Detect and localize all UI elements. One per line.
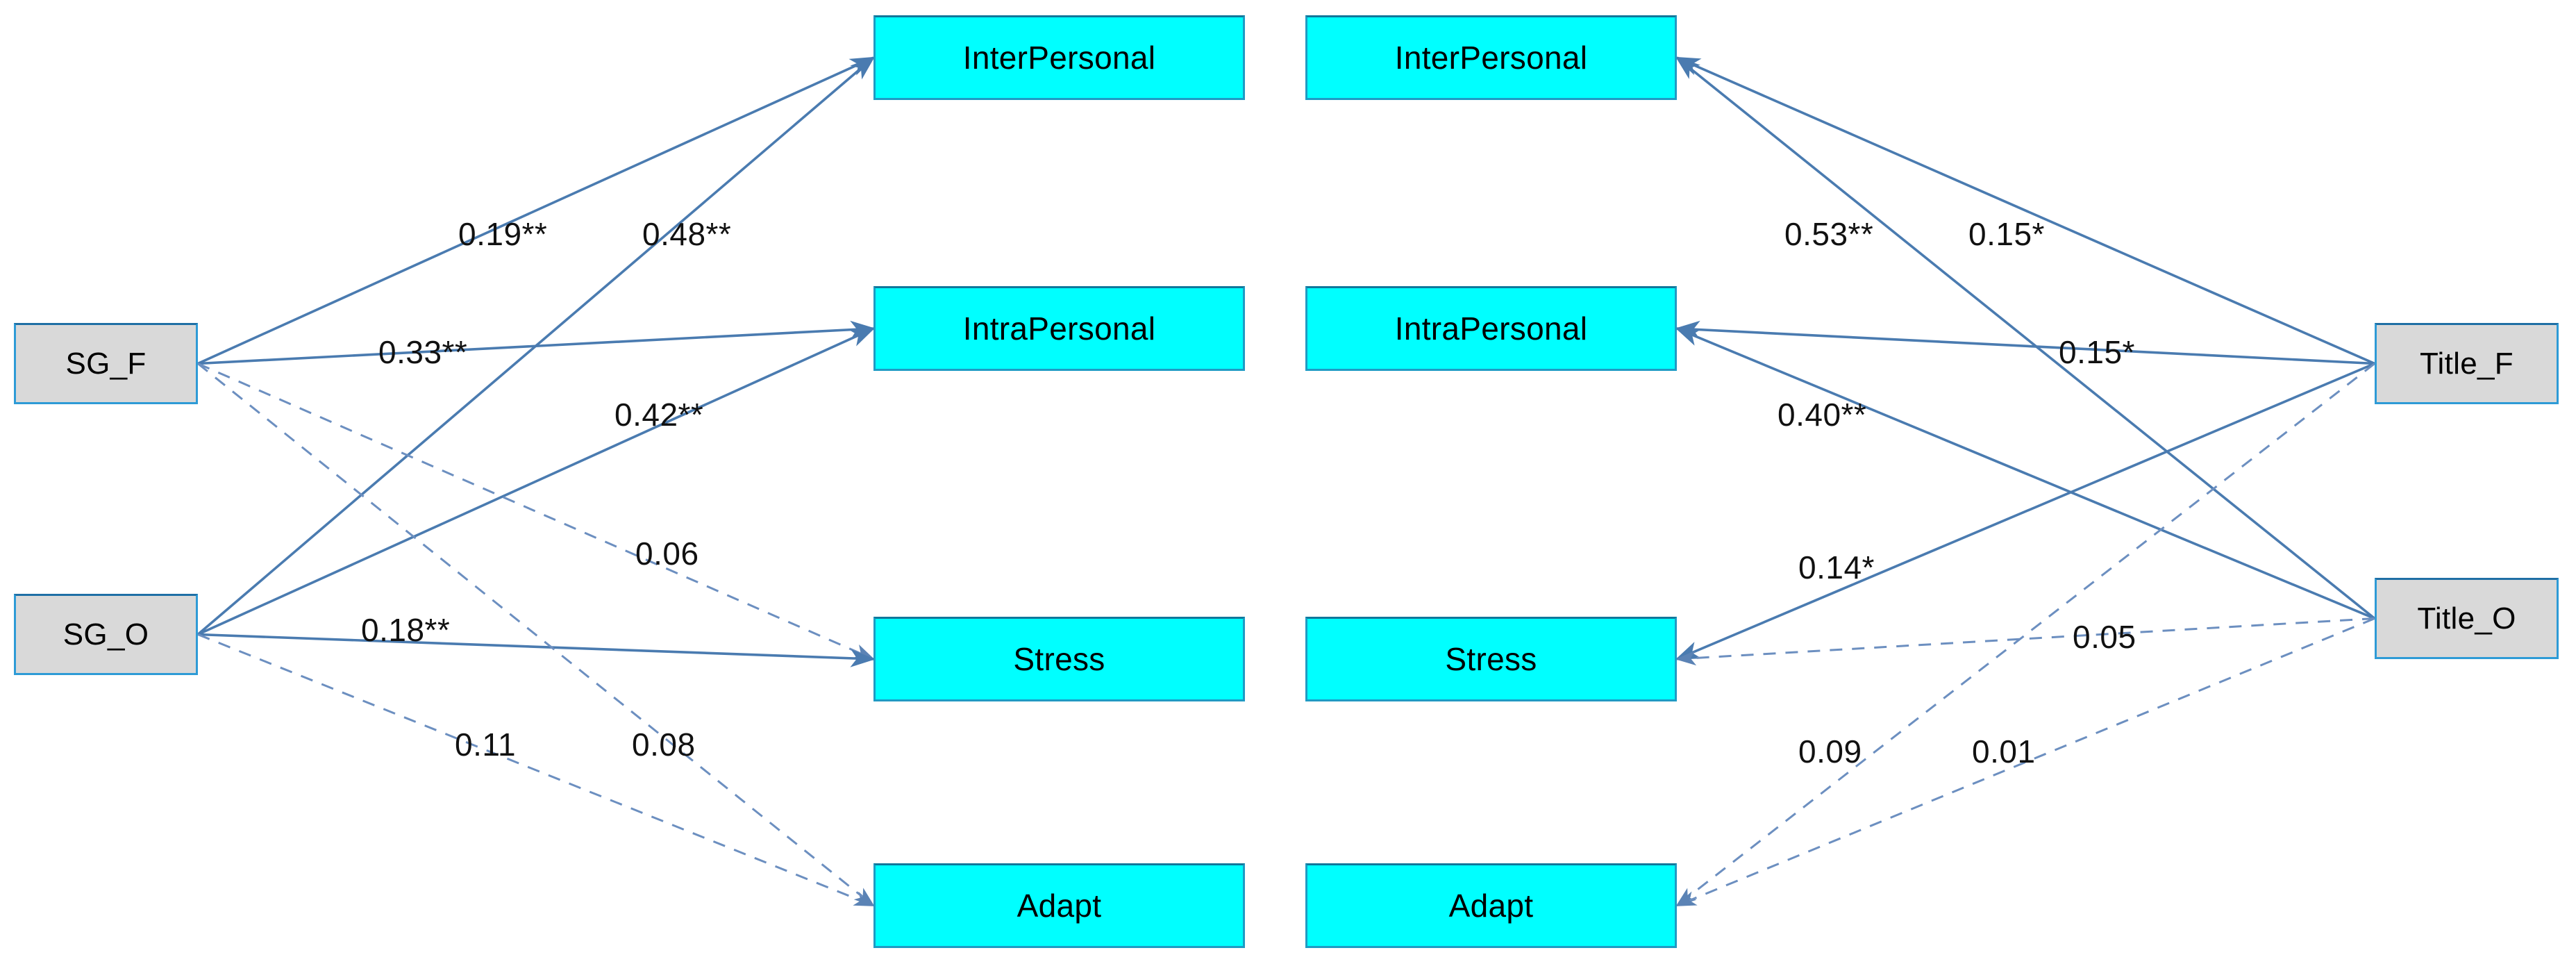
node-stress_l[interactable]: Stress <box>873 617 1245 701</box>
coefficient-e11: 0.15* <box>2059 334 2135 370</box>
coefficient-e9: 0.53** <box>1784 216 1874 252</box>
node-label-inter_r: InterPersonal <box>1394 40 1588 76</box>
coefficient-e3: 0.33** <box>378 334 468 370</box>
node-label-title_o: Title_O <box>2417 601 2516 635</box>
edge-e4[interactable] <box>197 327 876 636</box>
edge-e1[interactable] <box>197 56 876 365</box>
node-label-inter_l: InterPersonal <box>962 40 1156 76</box>
coefficient-e2: 0.48** <box>642 216 732 252</box>
coefficient-e15: 0.09 <box>1798 733 1862 770</box>
node-label-stress_l: Stress <box>1013 641 1105 677</box>
edge-e5[interactable] <box>197 363 876 660</box>
coefficient-e10: 0.15* <box>1968 216 2045 252</box>
node-title_o[interactable]: Title_O <box>2375 578 2559 659</box>
node-label-intra_l: IntraPersonal <box>962 310 1156 347</box>
node-label-adapt_r: Adapt <box>1448 888 1534 924</box>
coefficient-e12: 0.40** <box>1778 397 1867 433</box>
coefficient-e6: 0.18** <box>361 612 451 648</box>
edge-e13[interactable] <box>1675 362 2375 660</box>
coefficient-e5: 0.06 <box>635 535 699 572</box>
edge-e3[interactable] <box>197 320 876 365</box>
node-intra_l[interactable]: IntraPersonal <box>873 286 1245 371</box>
node-label-adapt_l: Adapt <box>1017 888 1102 924</box>
edge-e8[interactable] <box>197 363 875 907</box>
node-intra_r[interactable]: IntraPersonal <box>1305 286 1677 371</box>
edge-e15[interactable] <box>1675 363 2375 907</box>
node-adapt_l[interactable]: Adapt <box>873 863 1245 948</box>
edge-e7[interactable] <box>197 633 876 907</box>
node-adapt_r[interactable]: Adapt <box>1305 863 1677 948</box>
coefficient-e16: 0.01 <box>1972 733 2036 770</box>
edge-e9[interactable] <box>1675 56 2375 365</box>
coefficient-e4: 0.42** <box>614 397 704 433</box>
coefficient-e7: 0.11 <box>455 726 517 763</box>
edge-e16[interactable] <box>1675 617 2375 907</box>
node-sg_o[interactable]: SG_O <box>14 594 198 675</box>
node-stress_r[interactable]: Stress <box>1305 617 1677 701</box>
node-label-intra_r: IntraPersonal <box>1394 310 1588 347</box>
node-label-title_f: Title_F <box>2420 346 2514 381</box>
coefficient-e13: 0.14* <box>1798 549 1875 585</box>
coefficient-e8: 0.08 <box>632 726 696 763</box>
node-inter_l[interactable]: InterPersonal <box>873 15 1245 100</box>
coefficient-e1: 0.19** <box>458 216 548 252</box>
edge-e11[interactable] <box>1675 320 2375 365</box>
edge-e10[interactable] <box>1675 56 2376 620</box>
node-sg_f[interactable]: SG_F <box>14 323 198 404</box>
node-label-stress_r: Stress <box>1445 641 1537 677</box>
edge-e14[interactable] <box>1675 617 2375 666</box>
edges <box>196 56 2376 907</box>
coefficient-e14: 0.05 <box>2073 619 2136 655</box>
node-label-sg_o: SG_O <box>62 617 149 651</box>
edge-e6[interactable] <box>197 633 876 667</box>
node-inter_r[interactable]: InterPersonal <box>1305 15 1677 100</box>
edge-e12[interactable] <box>1675 327 2375 620</box>
node-label-sg_f: SG_F <box>65 346 147 381</box>
node-title_f[interactable]: Title_F <box>2375 323 2559 404</box>
